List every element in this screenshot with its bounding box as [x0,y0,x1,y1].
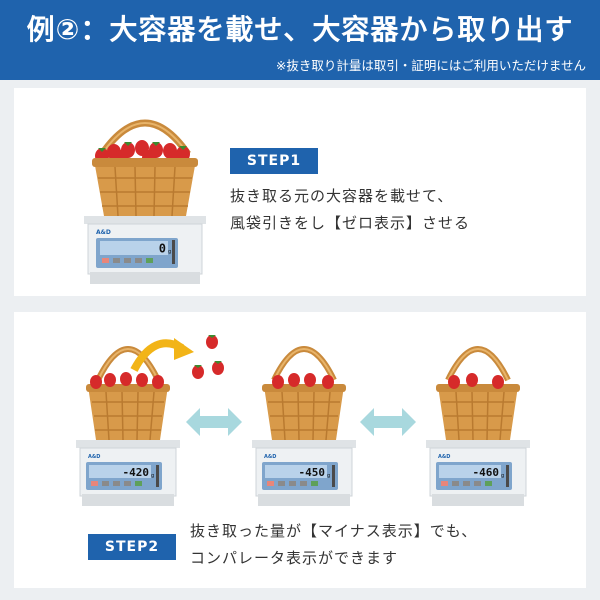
unit-label: g [168,249,171,255]
step1-badge: STEP1 [230,148,318,174]
brand-logo: A&D [264,454,276,460]
step1-card: A&D 0 g STEP1 抜き取る元の大容器を載せて、 風袋引きをし【ゼロ表示… [14,88,586,296]
scale-2-display: -450 [299,466,326,479]
page-title: 例②：大容器を載せ、大容器から取り出す [26,13,574,46]
scale-1-unit: g [151,473,154,479]
brand-logo: A&D [88,454,100,460]
step2-card: A&D -420 g A&D -450 g [14,312,586,588]
step2-line2: コンパレータ表示ができます [190,549,399,567]
step2-badge: STEP2 [88,534,176,560]
double-arrow-icon [186,408,242,436]
removed-strawberries [192,335,224,379]
scale-3-display: -460 [473,466,500,479]
basket [92,119,198,217]
scale-1: A&D -420 g [75,349,181,507]
step1-illustration: A&D 0 g [84,119,206,284]
scale: A&D 0 g [84,216,206,284]
header-banner: 例②：大容器を載せ、大容器から取り出す ※抜き取り計量は取引・証明にはご利用いた… [0,0,600,80]
scale-2-unit: g [327,473,330,479]
scale-2: A&D -450 g [251,349,357,507]
strawberries [272,373,334,389]
strawberries [448,373,504,389]
step2-illustration: A&D -420 g A&D -450 g [75,335,531,507]
disclaimer-note: ※抜き取り計量は取引・証明にはご利用いただけません [275,58,586,73]
brand-logo: A&D [438,454,450,460]
step2-line1: 抜き取った量が【マイナス表示】でも、 [190,522,478,540]
scale-3: A&D -460 g [425,349,531,507]
scale-3-unit: g [501,473,504,479]
step1-line2: 風袋引きをし【ゼロ表示】させる [230,214,471,232]
scale-display: 0 [159,242,166,256]
brand-logo: A&D [96,229,111,236]
strawberries [90,372,164,389]
scale-1-display: -420 [123,466,150,479]
double-arrow-icon [360,408,416,436]
step1-line1: 抜き取る元の大容器を載せて、 [230,187,454,205]
